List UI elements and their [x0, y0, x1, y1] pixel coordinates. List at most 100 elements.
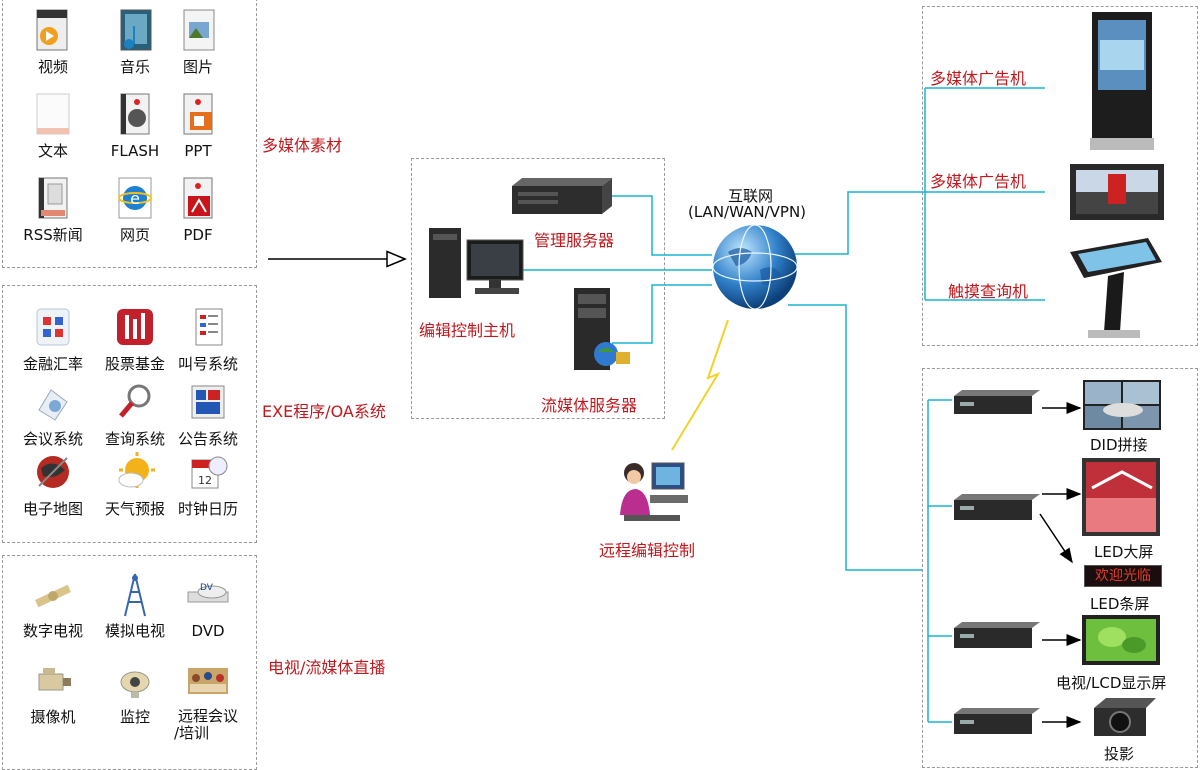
media-player-box-icon [954, 494, 1040, 520]
top-output-label-2: 多媒体广告机 [930, 172, 1027, 191]
text-doc-icon [36, 93, 70, 135]
editor-host-label: 编辑控制主机 [419, 321, 516, 340]
image-icon [183, 9, 215, 51]
media-label-web: 网页 [119, 226, 150, 244]
did-wall-icon [1083, 380, 1161, 430]
did-wall [1083, 380, 1161, 434]
exe-item-finance: 金融汇率 [13, 305, 93, 373]
rack-server-icon [512, 178, 612, 214]
exe-label-notice: 公告系统 [177, 430, 238, 448]
did-label: DID拼接 [1090, 436, 1148, 454]
media-label-pdf: PDF [183, 226, 213, 244]
exe-panel [2, 285, 257, 543]
tv-item-dvd: DV DVD [168, 572, 248, 640]
kiosk-icon [1090, 12, 1154, 150]
media-label-video: 视频 [37, 58, 68, 76]
tv-label-analog: 模拟电视 [104, 622, 165, 640]
media-label-ppt: PPT [184, 142, 212, 160]
exe-item-map: 电子地图 [13, 450, 93, 518]
lcd-tv-label: 电视/LCD显示屏 [1056, 674, 1167, 692]
exe-label-meeting: 会议系统 [22, 430, 83, 448]
media-label-flash: FLASH [110, 142, 160, 160]
ppt-icon [183, 93, 213, 135]
player-box-3 [952, 620, 1042, 654]
stock-icon [117, 309, 153, 345]
wall-screen-icon [1070, 164, 1164, 220]
exe-label-calendar: 时钟日历 [177, 500, 238, 518]
web-icon: e [118, 177, 152, 219]
calendar-icon: 12 [191, 456, 228, 489]
media-item-image: 图片 [158, 8, 238, 76]
media-item-flash: FLASH [95, 92, 175, 160]
media-label-rss: RSS新闻 [23, 226, 83, 244]
exe-label-finance: 金融汇率 [22, 355, 83, 373]
tv-item-camera: 摄像机 [13, 658, 93, 726]
media-label-image: 图片 [182, 58, 213, 76]
editor-host [425, 222, 535, 306]
tv-label-cctv: 监控 [119, 708, 150, 726]
pdf-icon [183, 177, 213, 219]
weather-icon [118, 452, 155, 488]
tv-item-analog: 模拟电视 [95, 572, 175, 640]
tv-label-dvd: DVD [191, 622, 225, 640]
top-output-label-3: 触摸查询机 [948, 282, 1029, 301]
svg-text:12: 12 [198, 474, 212, 487]
player-box-1 [952, 388, 1042, 420]
media-label-text: 文本 [37, 142, 68, 160]
projector-label: 投影 [1104, 745, 1135, 763]
media-label-music: 音乐 [119, 58, 150, 76]
top-output-panel [922, 6, 1198, 346]
tower-icon [124, 573, 146, 617]
lcd-tv-icon [1082, 615, 1160, 665]
top-output-label-1: 多媒体广告机 [930, 69, 1027, 88]
queue-icon [195, 308, 223, 346]
internet-globe [710, 222, 800, 316]
satellite-icon [34, 584, 72, 608]
exe-item-search: 查询系统 [95, 380, 175, 448]
meeting-icon [38, 389, 68, 421]
video-icon [36, 9, 68, 51]
exe-label-map: 电子地图 [22, 500, 83, 518]
player-box-2 [952, 492, 1042, 526]
exe-label-queue: 叫号系统 [177, 355, 238, 373]
exe-item-meeting: 会议系统 [13, 380, 93, 448]
media-item-web: e 网页 [95, 176, 175, 244]
media-item-ppt: PPT [158, 92, 238, 160]
conference-icon [188, 668, 228, 694]
flash-icon [120, 93, 150, 135]
control-panel [411, 158, 665, 419]
stream-server [572, 286, 636, 380]
media-item-rss: RSS新闻 [13, 176, 93, 244]
projector [1090, 694, 1160, 744]
wall-screen [1068, 162, 1166, 226]
touch-kiosk [1068, 236, 1164, 346]
media-player-box-icon [954, 622, 1040, 648]
led-bar: 欢迎光临 [1084, 565, 1162, 587]
camera-icon [38, 668, 71, 691]
media-player-box-icon [954, 390, 1040, 414]
projector-icon [1094, 698, 1156, 736]
map-icon [37, 456, 69, 488]
internet-title: 互联网 [728, 187, 774, 205]
mgmt-server [510, 176, 614, 220]
cctv-icon [120, 671, 150, 698]
media-item-music: 音乐 [95, 8, 175, 76]
remote-label: 远程编辑控制 [599, 541, 696, 560]
exe-label-weather: 天气预报 [104, 500, 165, 518]
rss-news-icon [38, 177, 68, 219]
led-screen-label: LED大屏 [1094, 543, 1154, 561]
tv-group-label: 电视/流媒体直播 [268, 658, 386, 677]
tower-server-icon [574, 288, 630, 370]
led-screen [1082, 458, 1160, 540]
led-bar-ticker: 欢迎光临 [1095, 568, 1151, 584]
media-item-video: 视频 [13, 8, 93, 76]
svg-text:e: e [130, 189, 140, 208]
internet-subtitle: (LAN/WAN/VPN) [688, 203, 807, 221]
tv-item-digital: 数字电视 [13, 572, 93, 640]
exe-item-weather: 天气预报 [95, 450, 175, 518]
lcd-tv [1082, 615, 1160, 671]
exe-item-stock: 股票基金 [95, 305, 175, 373]
media-item-pdf: PDF [158, 176, 238, 244]
tv-item-cctv: 监控 [95, 658, 175, 726]
